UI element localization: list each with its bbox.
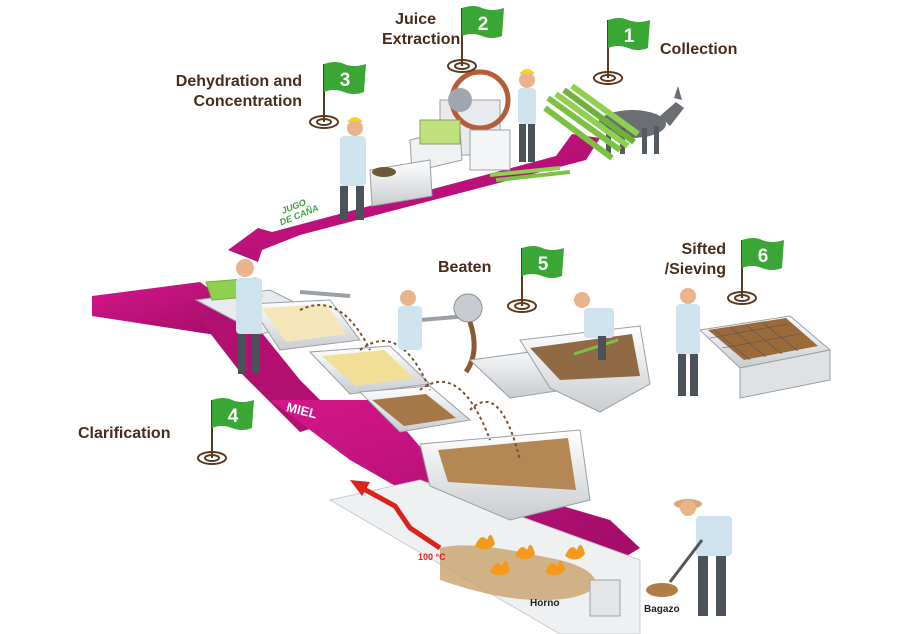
worker-extraction	[518, 69, 536, 162]
stage-5-label: Beaten	[438, 259, 492, 276]
beating-trays	[468, 325, 651, 413]
stage-flag-5: 5	[507, 246, 564, 313]
stage-6-number: 6	[758, 246, 769, 267]
stage-flag-1: 1	[593, 18, 650, 85]
sieve	[698, 315, 832, 399]
temperature-label: 100 °C	[418, 552, 446, 562]
worker-beating-1	[398, 290, 422, 350]
stage-flag-4: 4	[197, 398, 254, 465]
oven-label: Horno	[530, 598, 559, 609]
oven-floor	[328, 479, 641, 634]
stage-2-label-line2: Extraction	[382, 31, 461, 48]
stage-1-number: 1	[624, 26, 635, 47]
sugarcane-bundle	[543, 83, 640, 161]
stage-flag-2: 2	[447, 6, 504, 73]
worker-beating-2	[574, 292, 614, 360]
stage-6-label-line2: /Sieving	[664, 261, 726, 278]
stage-flag-6: 6	[727, 238, 784, 305]
honey-label: MIEL	[285, 399, 319, 421]
stage-3-number: 3	[340, 70, 351, 91]
stage-6-label-line1: Sifted	[681, 241, 726, 258]
oven-flames	[475, 534, 585, 576]
pour-paths	[299, 304, 521, 461]
stage-flag-3: 3	[309, 62, 366, 129]
worker-sieving	[676, 288, 700, 396]
stage-6-label: Sifted /Sieving	[650, 240, 726, 280]
stage-1-label: Collection	[660, 41, 738, 58]
heat-arrow	[360, 485, 442, 551]
cane-stalks	[489, 166, 571, 182]
stage-3-label-line2: Concentration	[193, 93, 302, 110]
worker-concentration	[340, 117, 366, 220]
stage-2-label-line1: Juice	[395, 11, 436, 28]
stage-3-label: Dehydration and Concentration	[150, 72, 302, 112]
concentration-tray	[369, 119, 463, 207]
worker-clarification	[236, 259, 262, 374]
beating-tank	[299, 290, 483, 374]
stage-4-label: Clarification	[78, 425, 171, 442]
worker-bagasse	[646, 499, 732, 616]
stage-5-number: 5	[538, 254, 549, 275]
stage-4-number: 4	[228, 406, 239, 427]
bagasse-label: Bagazo	[644, 604, 680, 615]
stage-2-number: 2	[478, 14, 489, 35]
stage-3-label-line1: Dehydration and	[175, 73, 302, 90]
stage-2-label: Juice Extraction	[382, 10, 461, 50]
